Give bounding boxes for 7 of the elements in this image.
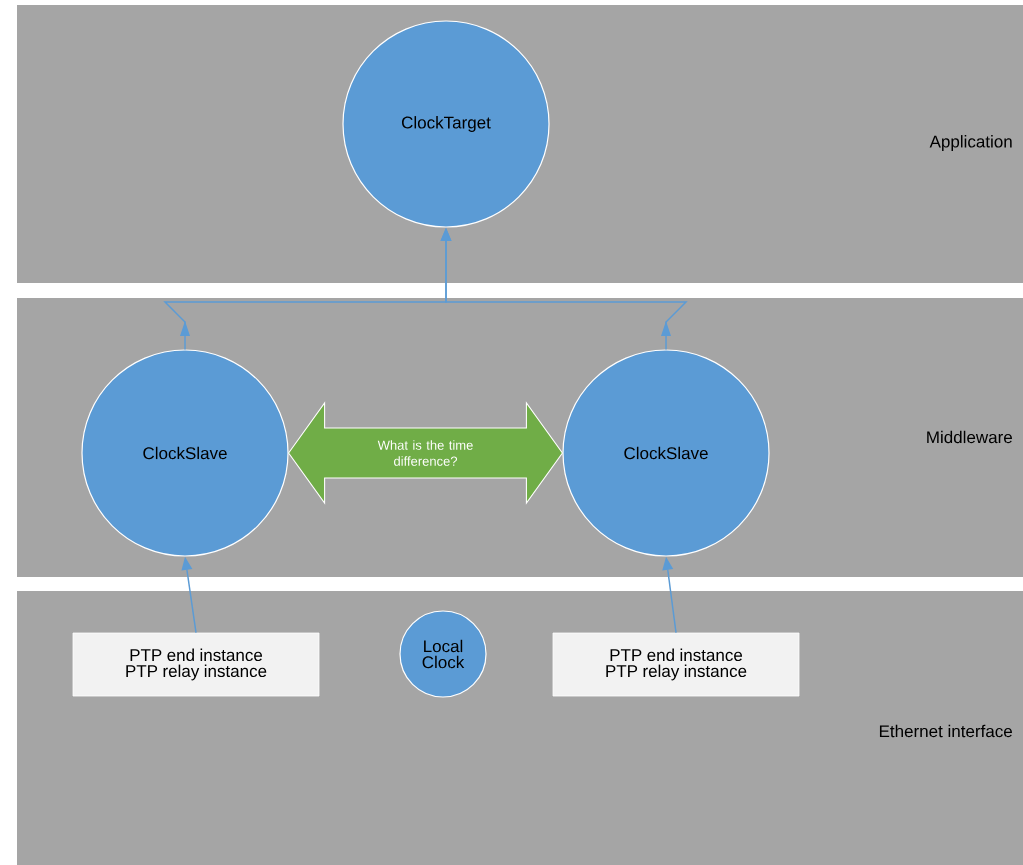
circle-node: ClockSlave: [562, 349, 770, 557]
circle-node: Local Clock: [399, 610, 487, 698]
instance-box: PTP end instance PTP relay instance: [552, 632, 800, 697]
instance-box: PTP end instance PTP relay instance: [72, 632, 320, 697]
edge-label: What is the time difference?: [377, 440, 473, 466]
circle-node: ClockSlave: [81, 349, 289, 557]
circle-node: ClockTarget: [342, 20, 550, 228]
